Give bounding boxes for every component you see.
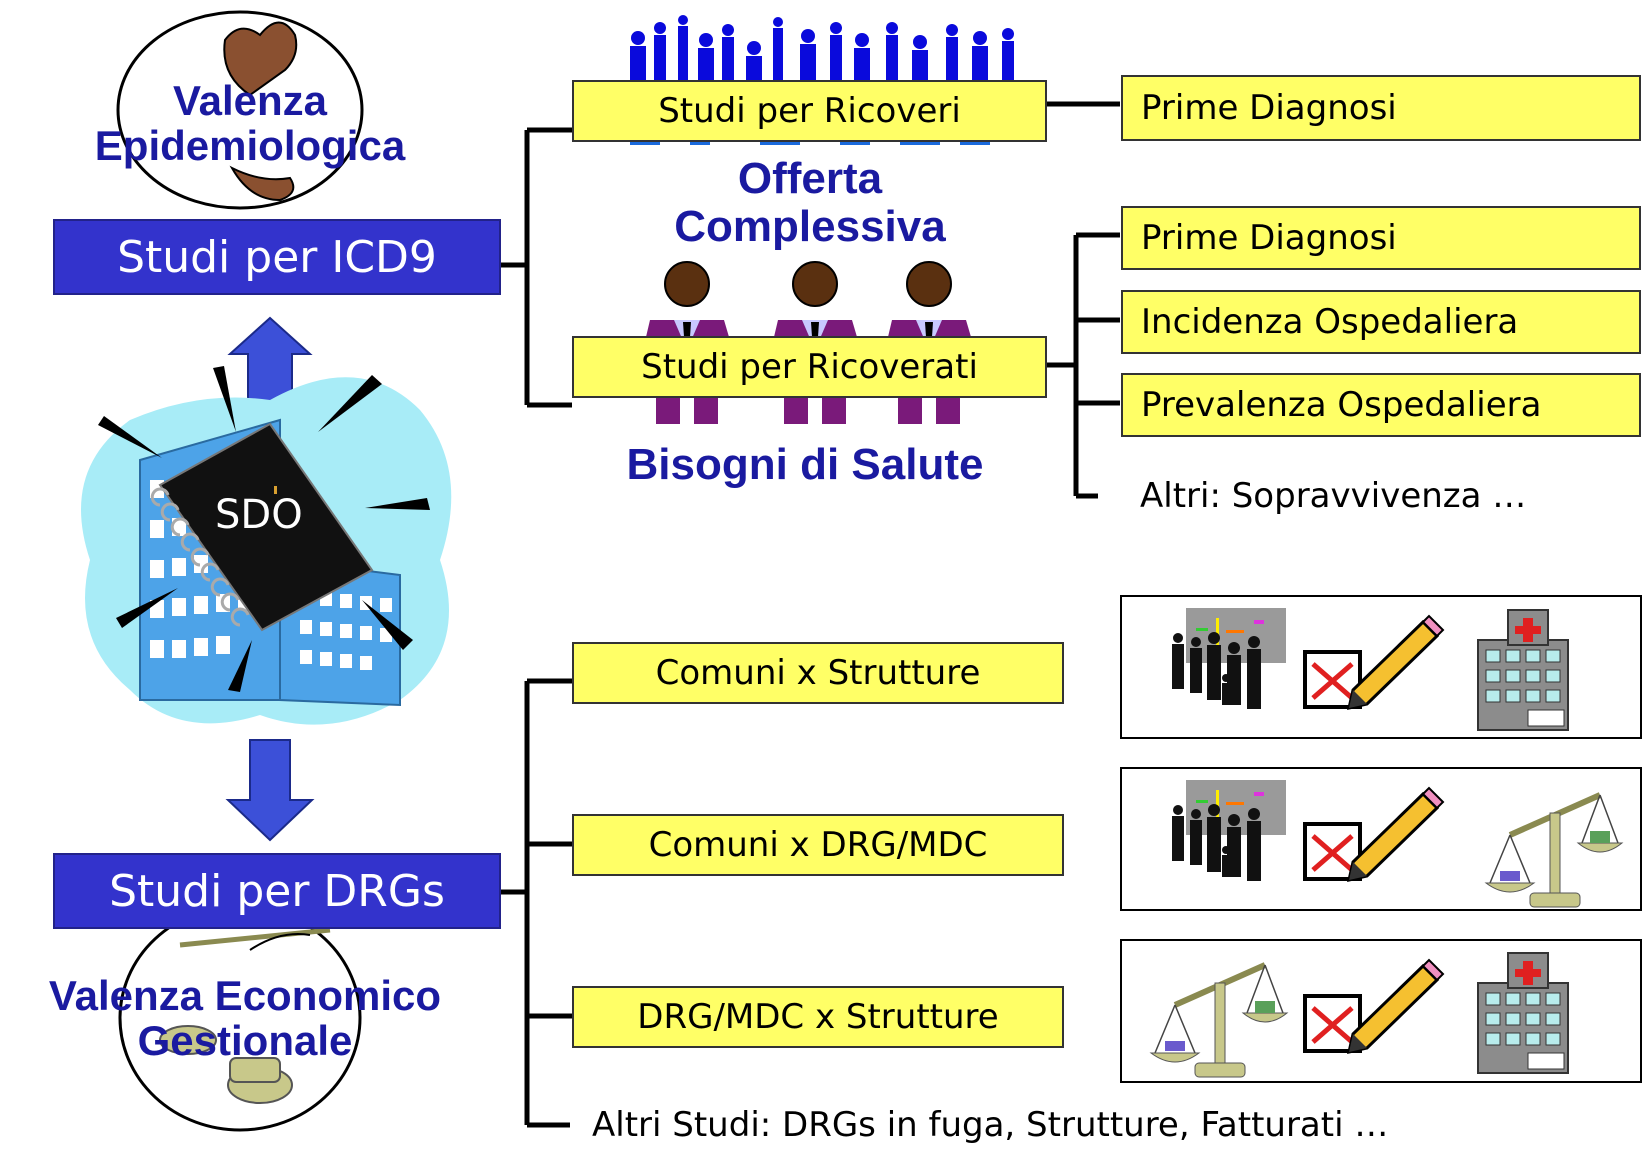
studi-icd9-box[interactable]: Studi per ICD9 (53, 219, 501, 295)
sdo-book-icon (150, 422, 374, 632)
prevalenza-ospedaliera-box[interactable]: Prevalenza Ospedaliera (1121, 373, 1641, 437)
icon-panel-3 (1120, 939, 1642, 1083)
valenza-economico-label: Valenza Economico Gestionale (48, 972, 442, 1065)
heart-circle-icon (116, 10, 364, 210)
icon-panel-1 (1120, 595, 1642, 739)
comuni-strutture-box[interactable]: Comuni x Strutture (572, 642, 1064, 704)
valenza-epidemiologica-label: Valenza Epidemiologica (94, 77, 406, 170)
altri-studi-text: Altri Studi: DRGs in fuga, Strutture, Fa… (592, 1105, 1389, 1145)
studi-ricoveri-box[interactable]: Studi per Ricoveri (572, 80, 1047, 142)
comuni-drg-box[interactable]: Comuni x DRG/MDC (572, 814, 1064, 876)
connector-lines (500, 101, 1120, 1128)
offerta-complessiva-label: Offerta Complessiva (674, 154, 946, 251)
drg-strutture-box[interactable]: DRG/MDC x Strutture (572, 986, 1064, 1048)
incidenza-ospedaliera-box[interactable]: Incidenza Ospedaliera (1121, 290, 1641, 354)
icon-panel-2 (1120, 767, 1642, 911)
studi-ricoverati-box[interactable]: Studi per Ricoverati (572, 336, 1047, 398)
sdo-label: SDO (215, 492, 303, 538)
prime-diagnosi-box-2[interactable]: Prime Diagnosi (1121, 206, 1641, 270)
prime-diagnosi-box-1[interactable]: Prime Diagnosi (1121, 75, 1641, 141)
burst-rays (98, 366, 430, 692)
bisogni-salute-label: Bisogni di Salute (626, 440, 984, 489)
studi-drgs-box[interactable]: Studi per DRGs (53, 853, 501, 929)
altri-sopravvivenza-text: Altri: Sopravvivenza … (1140, 476, 1527, 516)
scale-circle-icon (118, 904, 362, 1132)
down-arrow-icon (225, 739, 315, 842)
